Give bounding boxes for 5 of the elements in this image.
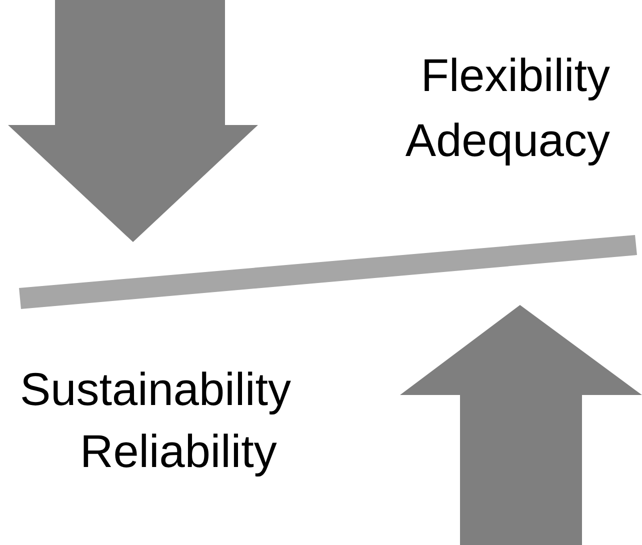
- label-text: Flexibility: [420, 52, 610, 98]
- label-text: Adequacy: [405, 117, 610, 163]
- balance-beam: [19, 235, 637, 309]
- label-text: Sustainability: [20, 366, 292, 412]
- label-text: Reliability: [80, 428, 277, 474]
